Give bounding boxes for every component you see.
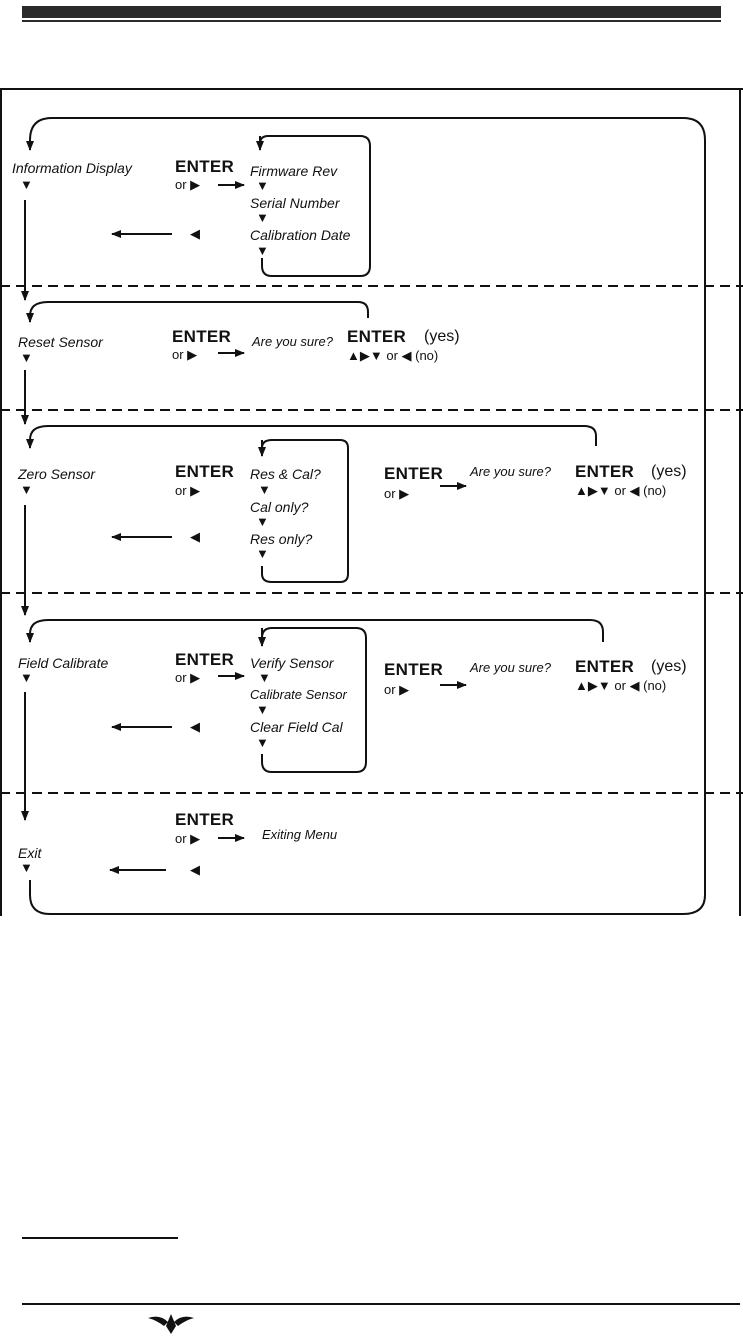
menu-diagram-frame xyxy=(0,88,743,916)
outer-loop-top xyxy=(26,117,706,151)
reset-return-loop xyxy=(26,301,369,323)
info-or-label: or ▶ xyxy=(175,177,201,192)
info-item-serial: Serial Number xyxy=(250,195,340,211)
field-calibrate-label: Field Calibrate xyxy=(18,655,109,671)
info-display-label: Information Display xyxy=(12,160,132,176)
zero-no-label: ▲▶▼ or ◀ (no) xyxy=(575,483,667,498)
footnote-rule xyxy=(22,1237,178,1239)
exit-enter-label: ENTER xyxy=(175,810,235,829)
zero-enter-label: ENTER xyxy=(175,462,235,481)
exit-or-label: or ▶ xyxy=(175,831,201,846)
zero-confirm-label: Are you sure? xyxy=(470,464,551,479)
zero-or2-label: or ▶ xyxy=(384,486,410,501)
zero-down-icon: ▼ xyxy=(20,482,33,497)
header-rule xyxy=(22,20,721,22)
zero-item-calonly: Cal only? xyxy=(250,499,309,515)
zero-submenu-loop xyxy=(261,439,349,583)
exit-label: Exit xyxy=(18,845,42,861)
menu-diagram-frame-right xyxy=(739,88,741,916)
field-item-verify: Verify Sensor xyxy=(250,655,334,671)
field-item-1-down-icon: ▼ xyxy=(258,670,271,685)
field-submenu-loop xyxy=(261,627,367,773)
exit-down-icon: ▼ xyxy=(20,860,33,875)
field-item-calibrate: Calibrate Sensor xyxy=(250,687,347,702)
zero-yes-label: (yes) xyxy=(651,463,687,480)
field-return-loop xyxy=(26,619,604,643)
info-item-2-down-icon: ▼ xyxy=(256,210,269,225)
info-item-3-down-icon: ▼ xyxy=(256,243,269,258)
field-enter2-label: ENTER xyxy=(384,660,444,679)
zero-return-loop xyxy=(26,425,597,449)
zero-item-rescal: Res & Cal? xyxy=(250,466,321,482)
field-enter-label: ENTER xyxy=(175,650,235,669)
footer-rule xyxy=(22,1303,740,1305)
field-item-2-down-icon: ▼ xyxy=(256,702,269,717)
exit-result-label: Exiting Menu xyxy=(262,827,338,842)
field-or-label: or ▶ xyxy=(175,670,201,685)
field-item-clear: Clear Field Cal xyxy=(250,719,343,735)
teledyne-logo-icon xyxy=(148,1314,194,1334)
zero-item-1-down-icon: ▼ xyxy=(258,482,271,497)
zero-or-label: or ▶ xyxy=(175,483,201,498)
reset-down-icon: ▼ xyxy=(20,350,33,365)
field-item-3-down-icon: ▼ xyxy=(256,735,269,750)
field-or2-label: or ▶ xyxy=(384,682,410,697)
field-enter3-label: ENTER xyxy=(575,657,635,676)
outer-loop-bottom xyxy=(29,880,706,915)
reset-or-label: or ▶ xyxy=(172,347,198,362)
zero-enter2-label: ENTER xyxy=(384,464,444,483)
header-bar xyxy=(22,6,721,18)
zero-item-2-down-icon: ▼ xyxy=(256,514,269,529)
info-item-1-down-icon: ▼ xyxy=(256,178,269,193)
reset-enter-label: ENTER xyxy=(172,327,232,346)
reset-yes-label: (yes) xyxy=(424,328,460,345)
reset-sensor-label: Reset Sensor xyxy=(18,334,103,350)
field-left-icon: ◀ xyxy=(190,719,200,734)
info-item-firmware: Firmware Rev xyxy=(250,163,338,179)
reset-confirm-label: Are you sure? xyxy=(252,334,333,349)
reset-no-label: ▲▶▼ or ◀ (no) xyxy=(347,348,439,363)
field-down-icon: ▼ xyxy=(20,670,33,685)
info-item-caldate: Calibration Date xyxy=(250,227,351,243)
field-confirm-label: Are you sure? xyxy=(470,660,551,675)
info-down-icon: ▼ xyxy=(20,177,33,192)
field-yes-label: (yes) xyxy=(651,658,687,675)
zero-sensor-label: Zero Sensor xyxy=(18,466,96,482)
zero-enter3-label: ENTER xyxy=(575,462,635,481)
info-enter-label: ENTER xyxy=(175,157,235,176)
exit-left-icon: ◀ xyxy=(190,862,200,877)
info-submenu-loop xyxy=(259,135,371,277)
info-left-icon: ◀ xyxy=(190,226,200,241)
zero-item-3-down-icon: ▼ xyxy=(256,546,269,561)
field-no-label: ▲▶▼ or ◀ (no) xyxy=(575,678,667,693)
zero-left-icon: ◀ xyxy=(190,529,200,544)
zero-item-resonly: Res only? xyxy=(250,531,313,547)
reset-enter2-label: ENTER xyxy=(347,327,407,346)
